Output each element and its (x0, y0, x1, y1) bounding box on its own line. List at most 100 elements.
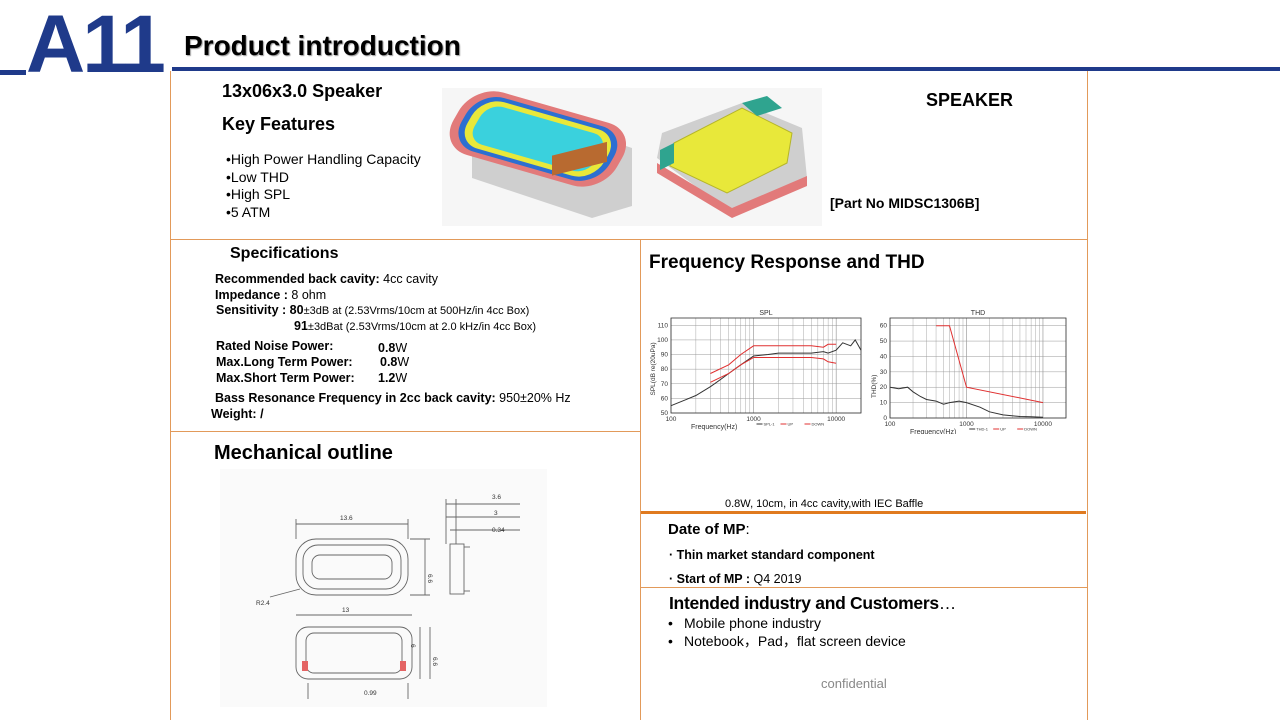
spec-unit: W (397, 355, 410, 369)
spec-label: Impedance : (215, 288, 288, 302)
spec-label: Bass Resonance Frequency in 2cc back cav… (215, 391, 496, 405)
y-tick-label: 0 (883, 415, 887, 422)
spec-label: Max.Long Term Power: (216, 355, 353, 369)
legend-label: UP (788, 422, 794, 427)
spec-short-power-value: 1.2W (378, 371, 407, 385)
product-category: SPEAKER (926, 90, 1014, 110)
features-heading: Key Features (222, 114, 336, 134)
mechanical-drawing-svg: 13.6 6.6 R2.4 3.6 3 0.34 13 6 6.6 0.99 (256, 494, 520, 699)
feature-item: •5 ATM (226, 203, 271, 220)
mp-line-1: · Thin market standard component (669, 548, 875, 562)
x-tick-label: 100 (666, 416, 677, 423)
feature-item: •High Power Handling Capacity (226, 151, 421, 167)
dim-height-bottom-inner: 6 (409, 644, 416, 648)
legend-label: THD-1 (976, 427, 989, 432)
bullet: • (668, 633, 673, 649)
industry-heading: Intended industry and Customers (669, 593, 939, 613)
grid-row-divider-1 (170, 239, 1088, 240)
legend-label: DOWN (1024, 427, 1037, 432)
mechanical-heading: Mechanical outline (214, 442, 393, 464)
spec-value: 8 ohm (287, 288, 327, 302)
mp-heading: Date of MP (668, 521, 746, 538)
spec-long-power: Max.Long Term Power: (216, 355, 353, 369)
y-tick-label: 40 (880, 353, 888, 360)
part-number: [Part No MIDSC1306B] (830, 195, 980, 211)
features-list: •High Power Handling Capacity •Low THD •… (226, 151, 421, 221)
frequency-heading: Frequency Response and THD (649, 252, 925, 273)
page-title: Product introduction (184, 30, 461, 61)
industry-heading-ellipsis: … (938, 593, 957, 613)
title-rule (172, 67, 1280, 71)
chart-title: THD (971, 310, 985, 317)
spec-label: Max.Short Term Power: (216, 371, 355, 385)
y-tick-label: 10 (880, 400, 888, 407)
series-line-spl-1 (670, 338, 862, 407)
specs-heading: Specifications (230, 245, 339, 262)
feature-item: •Low THD (226, 168, 289, 185)
dim-radius: R2.4 (256, 600, 270, 607)
legend-label: SPL-1 (764, 422, 776, 427)
industry-item-text: Notebook，Pad，flat screen device (684, 633, 906, 649)
spec-unit: W (395, 341, 408, 355)
y-tick-label: 30 (880, 369, 888, 376)
spec-short-power: Max.Short Term Power: (216, 371, 355, 385)
spec-sensitivity-2: 91±3dBat (2.53Vrms/10cm at 2.0 kHz/in 4c… (294, 319, 536, 333)
dim-thickness-body: 3 (494, 510, 498, 517)
spec-value-detail: ±3dB at (2.53Vrms/10cm at 500Hz/in 4cc B… (303, 305, 530, 317)
spec-bass-resonance: Bass Resonance Frequency in 2cc back cav… (215, 391, 571, 405)
y-tick-label: 50 (661, 410, 669, 417)
y-tick-label: 110 (658, 322, 669, 329)
spec-value: 1.2 (378, 371, 396, 385)
brand-underline-stub (0, 70, 26, 75)
industry-item-text: Mobile phone industry (684, 615, 821, 631)
grid-strong-divider (641, 511, 1086, 514)
series-line-thd-1 (889, 386, 1044, 418)
series-line-down (710, 357, 837, 383)
mp-start-value: Q4 2019 (750, 572, 802, 586)
x-tick-label: 100 (885, 421, 896, 428)
y-tick-label: 100 (657, 337, 668, 344)
spec-value: 4cc cavity (379, 272, 439, 286)
spec-impedance: Impedance : 8 ohm (215, 288, 326, 302)
x-axis-label: Frequency(Hz) (910, 429, 956, 434)
spec-sensitivity-1: Sensitivity : 80±3dB at (2.53Vrms/10cm a… (216, 303, 529, 317)
grid-row-divider-3 (640, 587, 1087, 588)
confidential-label: confidential (821, 676, 887, 691)
dim-height-top: 6.6 (426, 574, 433, 583)
y-tick-label: 20 (880, 384, 888, 391)
spec-value: 0.8 (378, 341, 396, 355)
dim-thickness-thin: 0.34 (492, 527, 505, 534)
y-tick-label: 70 (661, 381, 669, 388)
spec-value-detail: ±3dBat (2.53Vrms/10cm at 2.0 kHz/in 4cc … (307, 321, 537, 333)
mp-start-label: · Start of MP : (669, 572, 751, 586)
spec-rated-power-label: Rated Noise Power: (216, 339, 333, 353)
dim-width-bottom: 13 (342, 607, 350, 614)
industry-heading-row: Intended industry and Customers… (669, 593, 956, 614)
mp-start-row: · Start of MP : Q4 2019 (669, 572, 801, 586)
series-line-up (936, 325, 1044, 404)
dim-pad: 0.99 (364, 690, 377, 697)
spec-rated-power-value: 0.8W (378, 341, 407, 355)
mp-heading-row: Date of MP: (668, 521, 750, 538)
legend-label: DOWN (812, 422, 825, 427)
feature-item: •High SPL (226, 186, 291, 202)
product-images (442, 54, 822, 226)
mechanical-drawing: 13.6 6.6 R2.4 3.6 3 0.34 13 6 6.6 0.99 (220, 469, 547, 707)
industry-item: • Notebook，Pad，flat screen device (668, 632, 906, 650)
y-tick-label: 80 (661, 366, 669, 373)
spec-value: 0.8 (380, 355, 398, 369)
legend-label: UP (1000, 427, 1006, 432)
grid-left-border (170, 71, 171, 720)
chart-caption: 0.8W, 10cm, in 4cc cavity,with IEC Baffl… (725, 498, 924, 510)
x-tick-label: 1000 (959, 421, 974, 428)
chart-title: SPL (759, 310, 772, 317)
spec-label: Weight: / (211, 407, 264, 421)
spec-label: Rated Noise Power: (216, 339, 334, 353)
grid-row-divider-2 (170, 431, 640, 432)
y-tick-label: 90 (661, 352, 669, 359)
y-tick-label: 60 (661, 395, 669, 402)
y-tick-label: 50 (880, 338, 888, 345)
